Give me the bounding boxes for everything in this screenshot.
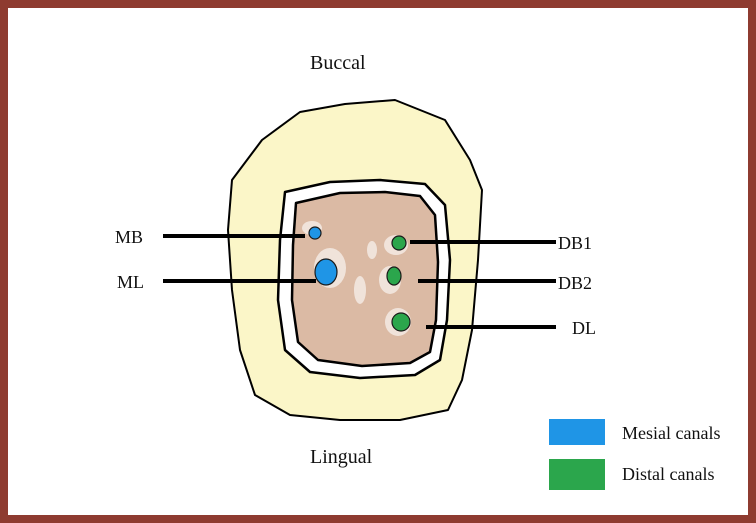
label-dl: DL [572, 318, 596, 338]
legend-swatch-distal [549, 459, 605, 490]
label-mb: MB [115, 227, 143, 247]
label-db2: DB2 [558, 273, 592, 293]
legend-swatch-mesial [549, 419, 605, 445]
label-db1: DB1 [558, 233, 592, 253]
canal-ml [315, 259, 337, 285]
canal-mb [309, 227, 321, 239]
label-ml: ML [117, 272, 144, 292]
buccal-label: Buccal [310, 52, 366, 74]
canal-dl [392, 313, 410, 331]
canal-db2 [387, 267, 401, 285]
lingual-label: Lingual [310, 446, 373, 468]
legend-label-distal: Distal canals [622, 464, 714, 484]
canal-db1 [392, 236, 406, 250]
legend-label-mesial: Mesial canals [622, 423, 720, 443]
tooth-cross-section [228, 100, 482, 420]
